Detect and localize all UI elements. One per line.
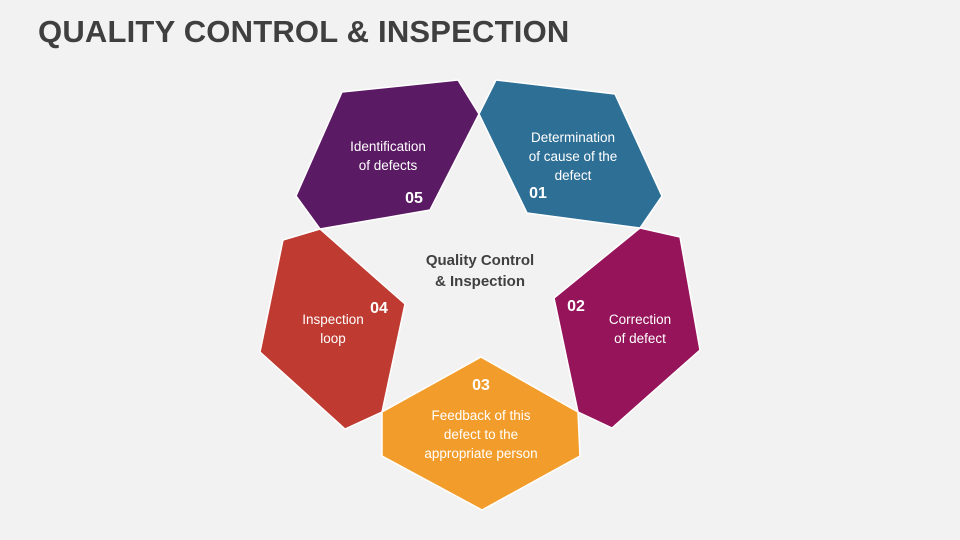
page-title: QUALITY CONTROL & INSPECTION: [38, 14, 570, 49]
step-03-label-line2: defect to the: [444, 427, 518, 442]
step-01-label-line3: defect: [555, 168, 592, 183]
step-03-number: 03: [472, 377, 490, 394]
step-03-label-line1: Feedback of this: [431, 408, 530, 423]
step-01-number: 01: [529, 185, 547, 202]
step-05-shape: [295, 79, 480, 230]
step-04-number: 04: [370, 300, 388, 317]
step-01: Determination of cause of the defect 01: [478, 79, 663, 229]
step-02-number: 02: [567, 298, 585, 315]
step-02-shape: [553, 227, 701, 429]
step-05: Identification of defects 05: [295, 79, 480, 230]
step-02-label-line1: Correction: [609, 312, 671, 327]
center-label-line2: & Inspection: [435, 273, 525, 290]
step-01-label-line1: Determination: [531, 130, 615, 145]
step-03: 03 Feedback of this defect to the approp…: [381, 356, 581, 511]
step-02: Correction of defect 02: [553, 227, 701, 429]
step-04-label-line1: Inspection: [302, 312, 364, 327]
step-05-number: 05: [405, 190, 423, 207]
step-05-label-line1: Identification: [350, 139, 426, 154]
step-03-label-line3: appropriate person: [424, 446, 537, 461]
step-05-label-line2: of defects: [359, 158, 418, 173]
step-04-shape: [259, 228, 406, 430]
step-02-label-line2: of defect: [614, 331, 666, 346]
step-01-label-line2: of cause of the: [529, 149, 618, 164]
center-label-line1: Quality Control: [426, 252, 534, 269]
step-03-shape: [381, 356, 581, 511]
step-04-label-line2: loop: [320, 331, 346, 346]
step-01-shape: [478, 79, 663, 229]
step-04: Inspection loop 04: [259, 228, 406, 430]
